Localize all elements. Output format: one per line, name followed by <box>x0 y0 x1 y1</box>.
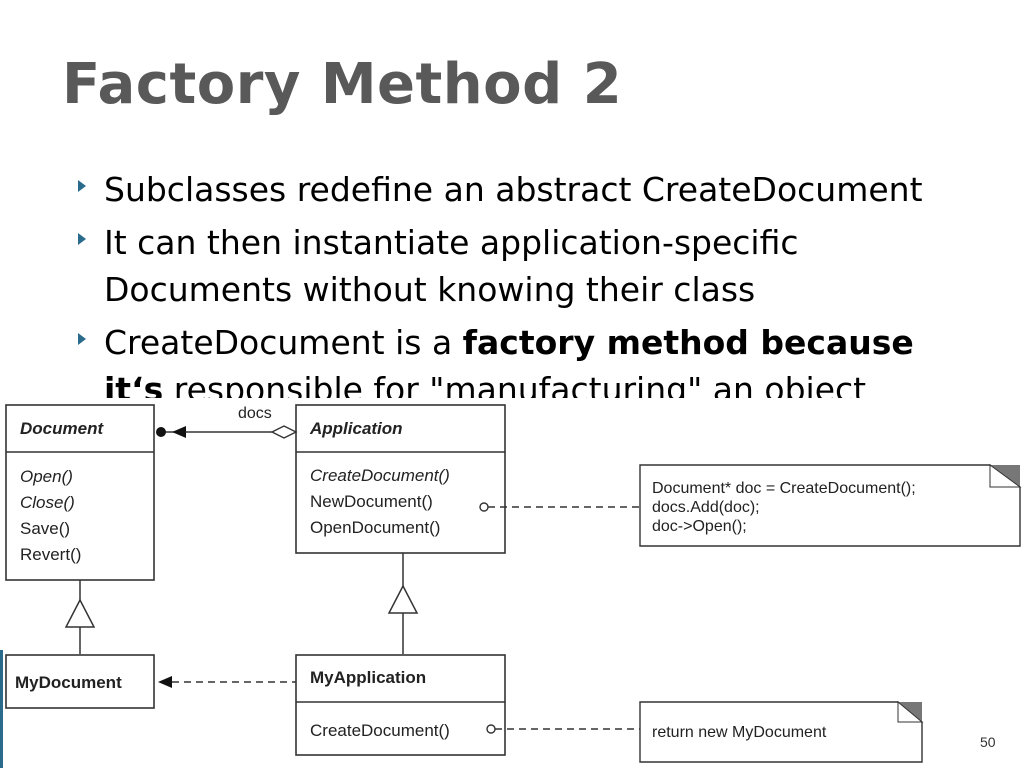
bullet-line: Documents without knowing their class <box>104 270 756 309</box>
document-method: Open() <box>20 467 73 486</box>
note-fold-icon <box>897 700 924 723</box>
create-document-note: return new MyDocument <box>639 700 924 763</box>
slide-number: 50 <box>980 734 996 750</box>
note-fold-icon <box>989 464 1022 488</box>
bullet-text-plain: CreateDocument is a <box>104 323 463 362</box>
note-line: return new MyDocument <box>652 724 827 741</box>
aggregation-diamond-icon <box>270 425 298 439</box>
bullet-arrow-icon <box>78 180 86 192</box>
note-line: Document* doc = CreateDocument(); <box>652 480 916 497</box>
arrowhead-icon <box>172 426 186 438</box>
arrowhead-icon <box>158 676 172 688</box>
my-document-class-name: MyDocument <box>15 673 122 692</box>
my-application-class: MyApplication CreateDocument() <box>295 654 506 756</box>
multiplicity-dot-icon <box>156 427 166 437</box>
my-application-method: CreateDocument() <box>310 721 450 740</box>
bullet-arrow-icon <box>78 333 86 345</box>
slide-accent-bar <box>0 650 3 768</box>
docs-label: docs <box>238 405 272 422</box>
bullet-arrow-icon <box>78 233 86 245</box>
slide-title: Factory Method 2 <box>62 52 623 117</box>
document-method: Revert() <box>20 545 81 564</box>
my-document-class: MyDocument <box>5 654 155 709</box>
bullet-text-bold: factory method because <box>462 323 914 362</box>
my-application-class-name: MyApplication <box>310 668 426 687</box>
bullet-line: CreateDocument is a factory method becau… <box>104 319 1024 366</box>
bullet-text: Subclasses redefine an abstract CreateDo… <box>104 170 923 209</box>
bullet-item: It can then instantiate application-spec… <box>78 219 1024 313</box>
document-method: Save() <box>20 519 70 538</box>
new-document-note: Document* doc = CreateDocument(); docs.A… <box>639 464 1022 547</box>
application-class-name: Application <box>309 419 403 438</box>
document-method: Close() <box>20 493 75 512</box>
application-method: CreateDocument() <box>310 466 450 485</box>
application-method: OpenDocument() <box>310 518 440 537</box>
application-method: NewDocument() <box>310 492 433 511</box>
application-inheritance <box>387 553 419 654</box>
bullet-line: It can then instantiate application-spec… <box>104 223 799 262</box>
bullet-text: It can then instantiate application-spec… <box>104 219 1024 313</box>
document-inheritance <box>64 580 96 654</box>
create-dependency <box>158 676 296 688</box>
note-connector <box>486 724 640 734</box>
note-connector <box>479 502 640 512</box>
application-class: Application CreateDocument() NewDocument… <box>295 404 506 554</box>
note-line: docs.Add(doc); <box>652 499 760 516</box>
document-class: Document Open() Close() Save() Revert() <box>5 404 155 581</box>
document-class-name: Document <box>20 419 104 438</box>
note-line: doc->Open(); <box>652 518 747 535</box>
docs-association: docs <box>156 405 298 439</box>
bullet-item: Subclasses redefine an abstract CreateDo… <box>78 166 1024 213</box>
